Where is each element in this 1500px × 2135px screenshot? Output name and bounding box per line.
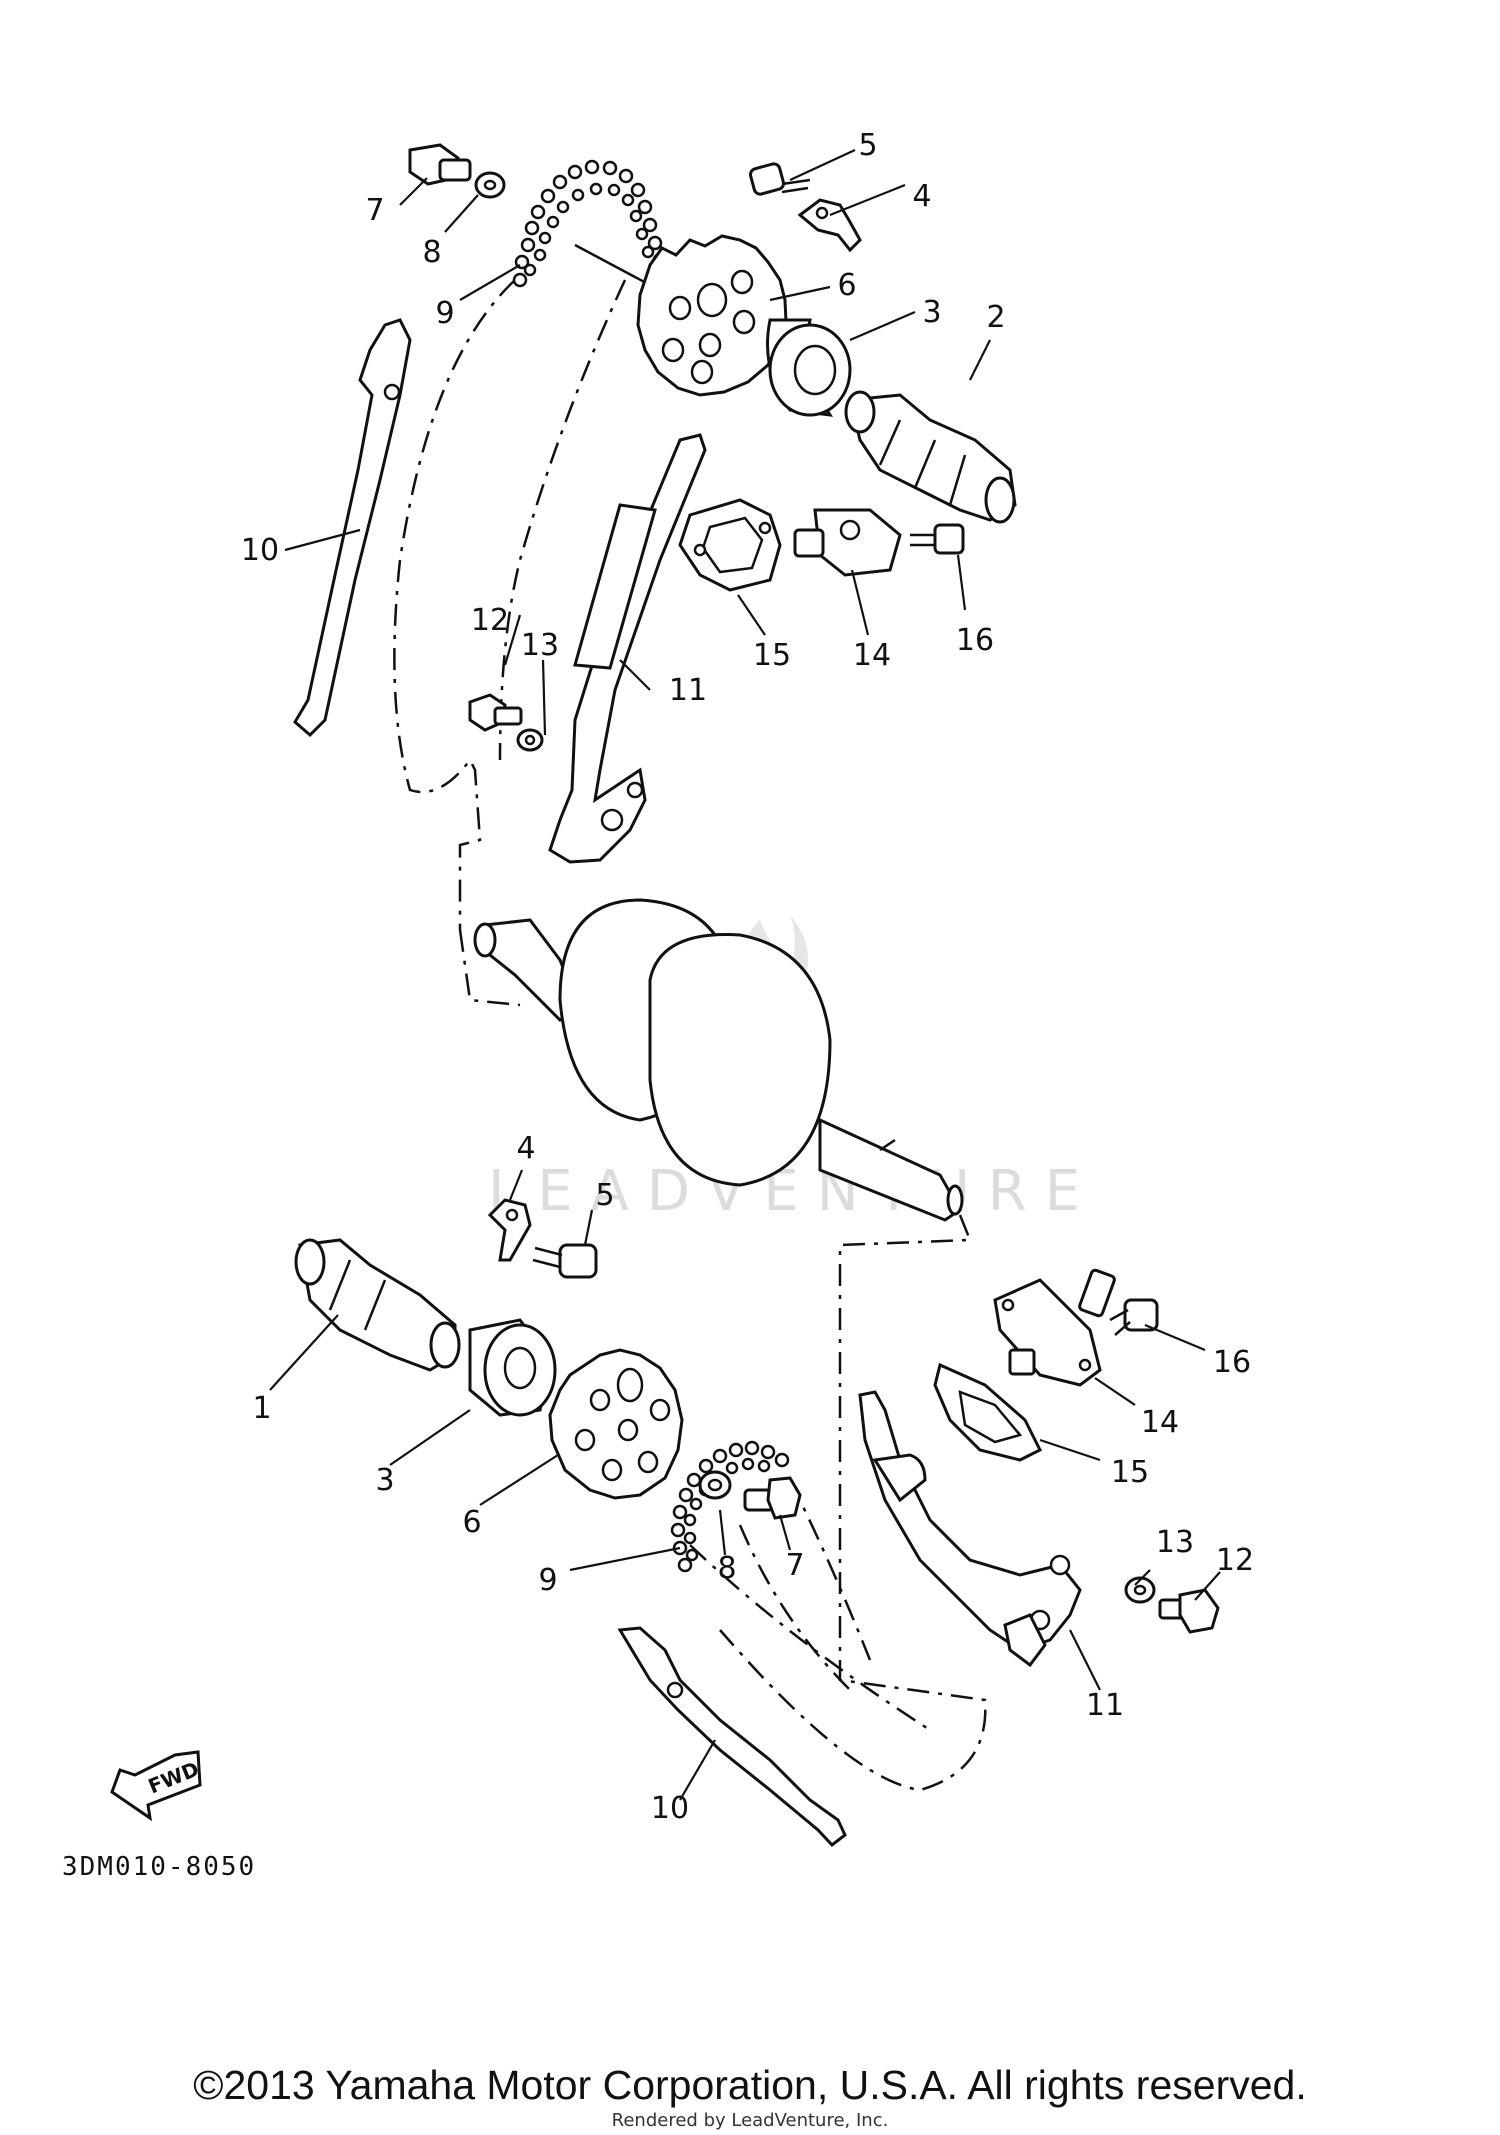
callout-16-lower: 16 — [1213, 1345, 1251, 1380]
tensioner-guide-11-lower — [858, 1390, 1082, 1668]
fwd-arrow-icon: FWD — [110, 1750, 202, 1822]
callout-13-lower: 13 — [1156, 1525, 1194, 1560]
tensioner-guide-11-upper — [548, 433, 707, 864]
washer-8-upper — [474, 171, 506, 199]
callout-4: 4 — [912, 179, 931, 214]
callout-5-lower: 5 — [595, 1178, 614, 1213]
bolt-16-lower — [1109, 1298, 1159, 1336]
bolt-16-upper — [910, 523, 965, 555]
camshaft-2 — [844, 390, 1017, 524]
callout-6-lower: 6 — [462, 1505, 481, 1540]
bolt-5-upper — [748, 162, 811, 196]
chain-tensioner-14-lower — [993, 1268, 1116, 1387]
bolt-12-upper — [468, 693, 523, 732]
rendered-by-credit: Rendered by LeadVenture, Inc. — [611, 2110, 889, 2131]
decomp-cam-3-upper — [766, 318, 852, 417]
callout-16: 16 — [956, 623, 994, 658]
gasket-15-upper — [678, 498, 782, 592]
watermark-text: LEADVENTURE — [488, 1159, 1098, 1224]
washer-13-lower — [1124, 1576, 1156, 1604]
callout-9-lower: 9 — [538, 1563, 557, 1598]
camshaft-1 — [294, 1238, 461, 1372]
copyright-notice: ©2013 Yamaha Motor Corporation, U.S.A. A… — [193, 2062, 1307, 2108]
callout-10: 10 — [241, 533, 279, 568]
crankshaft — [473, 898, 964, 1222]
callout-11-lower: 11 — [1086, 1688, 1124, 1723]
callout-14: 14 — [853, 638, 891, 673]
callout-3-lower: 3 — [375, 1463, 394, 1498]
locating-plate-4-lower — [487, 1198, 532, 1262]
callout-9: 9 — [435, 296, 454, 331]
callout-3: 3 — [922, 295, 941, 330]
callout-8-lower: 8 — [717, 1551, 736, 1586]
diagram-part-code: 3DM010-8050 — [62, 1852, 256, 1882]
callout-1: 1 — [252, 1391, 271, 1426]
gasket-15-lower — [933, 1362, 1043, 1462]
callout-8: 8 — [422, 235, 441, 270]
callout-11: 11 — [669, 673, 707, 708]
callout-6: 6 — [837, 268, 856, 303]
callout-leaders — [269, 149, 1221, 1801]
cam-sprocket-6-upper — [636, 234, 788, 397]
callout-4-lower: 4 — [516, 1131, 535, 1166]
callout-7-lower: 7 — [785, 1548, 804, 1583]
chain-tensioner-14-upper — [793, 508, 902, 577]
bolt-7-upper — [408, 143, 472, 186]
washer-13-upper — [516, 728, 544, 752]
callout-15: 15 — [753, 638, 791, 673]
reference-lines — [393, 279, 987, 1792]
callout-numbers: 7 5 4 8 9 6 3 2 10 15 14 16 12 13 11 4 5… — [241, 128, 1254, 1826]
callout-5: 5 — [858, 128, 877, 163]
washer-8-lower — [698, 1470, 732, 1500]
callout-10-lower: 10 — [651, 1791, 689, 1826]
bolt-7-lower — [743, 1476, 802, 1520]
bolt-5-lower — [532, 1243, 598, 1279]
bolt-12-lower — [1158, 1588, 1220, 1634]
callout-2: 2 — [986, 300, 1005, 335]
callout-12: 12 — [471, 603, 509, 638]
locating-plate-4-upper — [797, 198, 862, 253]
callout-15-lower: 15 — [1111, 1455, 1149, 1490]
cam-sprocket-6-lower — [548, 1348, 684, 1500]
decomp-cam-3-lower — [468, 1318, 557, 1417]
chain-guide-10-lower — [617, 1626, 847, 1848]
callout-12-lower: 12 — [1216, 1543, 1254, 1578]
callout-7: 7 — [365, 193, 384, 228]
callout-13: 13 — [521, 628, 559, 663]
callout-14-lower: 14 — [1141, 1405, 1179, 1440]
cam-chain-9-upper — [512, 159, 668, 288]
chain-guide-10-upper — [293, 318, 412, 738]
